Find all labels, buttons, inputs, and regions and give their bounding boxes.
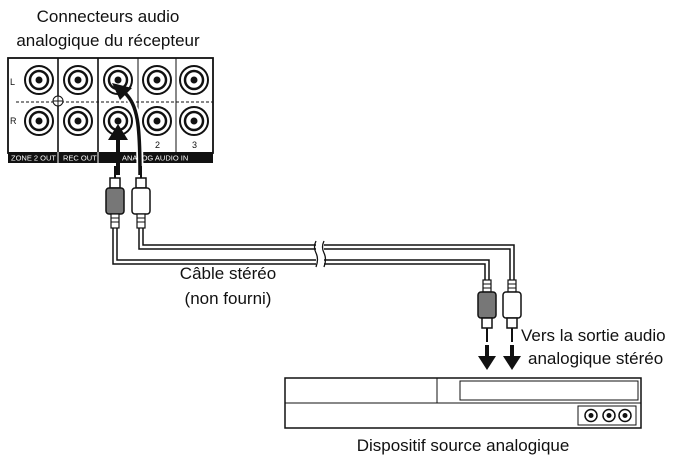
rca-jack xyxy=(142,65,172,95)
insertion-arrow-up xyxy=(108,124,128,175)
cable-label-line1: Câble stéréo xyxy=(180,264,276,283)
rca-jack xyxy=(24,65,54,95)
rca-jack xyxy=(584,408,598,423)
arrow-down-dark xyxy=(478,345,496,370)
rca-plug-dark-top xyxy=(105,166,125,229)
panel-label-strip xyxy=(8,152,213,163)
input-number-3: 3 xyxy=(192,140,197,150)
receiver-title-line2: analogique du récepteur xyxy=(16,31,200,50)
rca-jack xyxy=(602,408,616,423)
output-note-line1: Vers la sortie audio xyxy=(521,326,666,345)
source-device xyxy=(284,377,642,429)
row-label-r: R xyxy=(10,116,17,126)
source-device-label: Dispositif source analogique xyxy=(357,436,570,455)
receiver-title-line1: Connecteurs audio xyxy=(37,7,180,26)
stereo-cable xyxy=(112,228,515,282)
cable-label-line2: (non fourni) xyxy=(185,289,272,308)
strip-label-rec: REC OUT xyxy=(63,154,97,163)
rca-plug-dark-bottom xyxy=(477,279,497,342)
rca-jack xyxy=(63,65,93,95)
row-label-l: L xyxy=(10,77,15,87)
strip-label-zone2: ZONE 2 OUT xyxy=(11,154,56,163)
arrow-down-white xyxy=(503,345,521,370)
input-number-2: 2 xyxy=(155,140,160,150)
receiver-connector-panel: L R 2 3 ZONE 2 OUT REC OUT ANALOG AUDIO … xyxy=(7,57,214,163)
strip-label-analog: ANALOG AUDIO IN xyxy=(122,154,188,163)
insertion-arrow-curved xyxy=(112,83,144,176)
rca-jack xyxy=(618,408,632,423)
rca-jack xyxy=(179,65,209,95)
rca-jack xyxy=(142,106,172,136)
rca-jack xyxy=(63,106,93,136)
rca-jack xyxy=(24,106,54,136)
rca-plug-white-top xyxy=(131,166,151,229)
rca-plug-white-bottom xyxy=(502,279,522,342)
output-note-line2: analogique stéréo xyxy=(528,349,663,368)
rca-jack xyxy=(179,106,209,136)
